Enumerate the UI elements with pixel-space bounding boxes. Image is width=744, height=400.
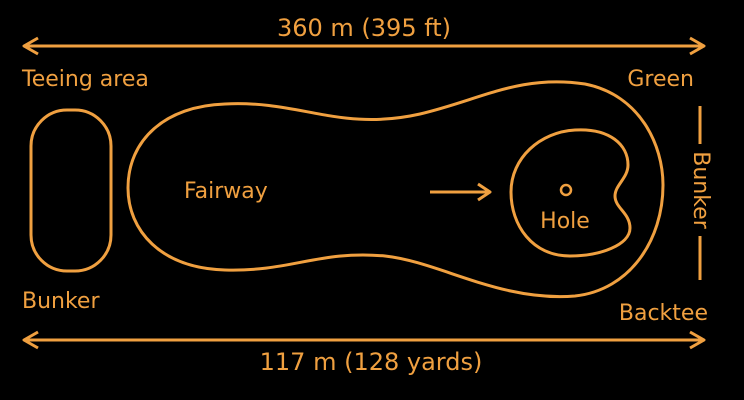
green-outline bbox=[509, 128, 632, 258]
bunker-right-label: Bunker bbox=[688, 151, 713, 229]
fairway-outline bbox=[126, 80, 665, 299]
hole-marker bbox=[559, 183, 573, 197]
bottom-dimension-arrow bbox=[22, 330, 706, 350]
bunker-left-shape bbox=[29, 108, 113, 273]
top-dimension-arrow bbox=[22, 36, 706, 56]
green-label: Green bbox=[627, 67, 694, 92]
top-dimension-label: 360 m (395 ft) bbox=[277, 14, 451, 42]
bottom-dimension-label: 117 m (128 yards) bbox=[260, 348, 483, 376]
backtee-label: Backtee bbox=[619, 301, 708, 326]
teeing-area-label: Teeing area bbox=[21, 67, 149, 92]
direction-arrow bbox=[430, 182, 492, 202]
fairway-label: Fairway bbox=[184, 179, 268, 204]
hole-label: Hole bbox=[540, 209, 590, 234]
bunker-left-label: Bunker bbox=[22, 289, 100, 314]
